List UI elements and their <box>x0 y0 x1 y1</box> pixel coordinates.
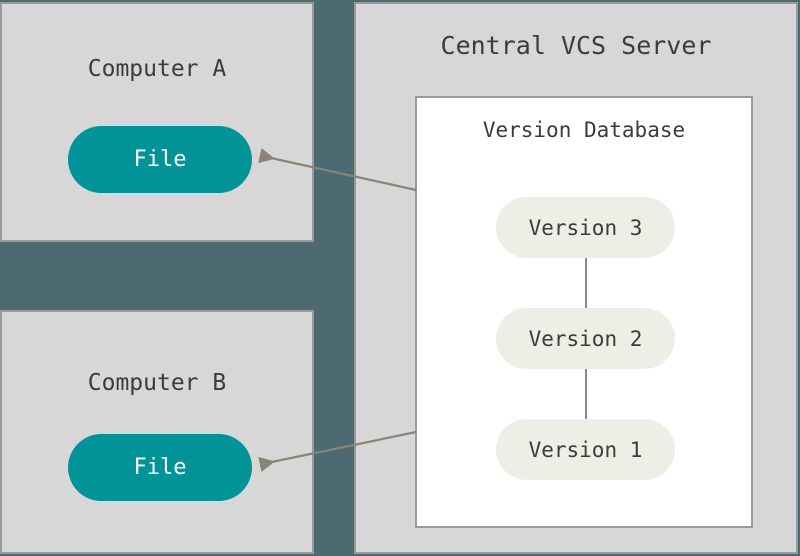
version-node-2[interactable]: Version 2 <box>496 308 675 369</box>
version-node-3-label: Version 3 <box>528 215 643 240</box>
version-node-3[interactable]: Version 3 <box>496 197 675 258</box>
version-node-1[interactable]: Version 1 <box>496 419 675 480</box>
version-node-2-label: Version 2 <box>528 326 643 351</box>
version-connector-2-to-1 <box>585 369 587 419</box>
computer-a-title: Computer A <box>87 56 227 82</box>
version-connector-3-to-2 <box>585 258 587 308</box>
computer-b-file-label: File <box>133 455 187 480</box>
version-database-title: Version Database <box>482 118 686 142</box>
central-vcs-server-panel: Central VCS Server Version Database Vers… <box>354 2 798 554</box>
computer-a-panel: Computer A File <box>0 2 314 242</box>
computer-b-file-node[interactable]: File <box>68 434 252 501</box>
computer-a-file-label: File <box>133 147 187 172</box>
version-node-1-label: Version 1 <box>528 437 643 462</box>
computer-a-file-node[interactable]: File <box>68 126 252 193</box>
version-database-box: Version Database Version 3 Version 2 Ver… <box>415 96 753 528</box>
computer-b-panel: Computer B File <box>0 310 314 554</box>
central-vcs-server-title: Central VCS Server <box>440 31 712 60</box>
computer-b-title: Computer B <box>87 370 227 396</box>
